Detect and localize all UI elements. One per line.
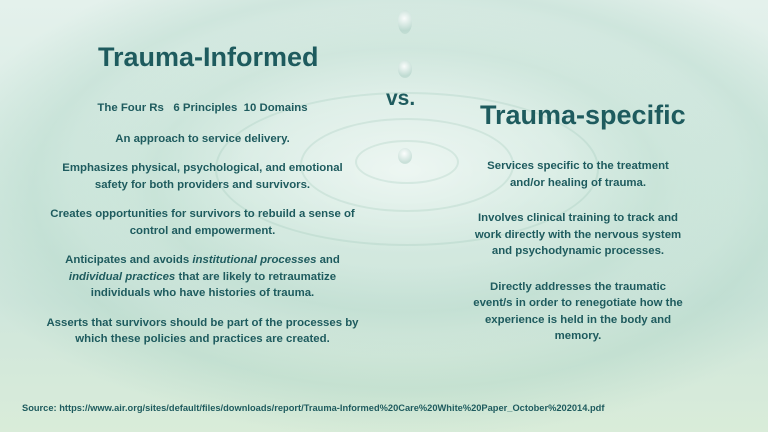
trauma-informed-title: Trauma-Informed	[98, 42, 319, 72]
institutional-processes-emphasis: institutional processes	[192, 254, 317, 266]
trauma-specific-column: Services specific to the treatment and/o…	[472, 158, 684, 358]
approach-statement: An approach to service delivery.	[115, 132, 290, 145]
four-rs-line: The Four Rs 6 Principles 10 Domains	[97, 102, 308, 114]
trauma-informed-column: The Four Rs 6 Principles 10 Domains An a…	[40, 100, 365, 361]
renegotiate-statement: Directly addresses the traumatic event/s…	[473, 280, 683, 343]
source-citation: Source: https://www.air.org/sites/defaul…	[22, 403, 605, 413]
trauma-specific-title: Trauma-specific	[480, 100, 686, 130]
ripple-outer	[215, 92, 599, 246]
water-drop-middle	[398, 60, 412, 78]
empowerment-statement: Creates opportunities for survivors to r…	[50, 208, 355, 237]
clinical-training-statement: Involves clinical training to track and …	[474, 212, 682, 257]
individual-practices-emphasis: individual practices	[68, 270, 176, 283]
retraumatize-statement: Anticipates and avoids institutional pro…	[65, 254, 340, 299]
safety-statement: Emphasizes physical, psychological, and …	[62, 162, 343, 191]
services-statement: Services specific to the treatment and/o…	[487, 160, 669, 189]
survivor-participation-statement: Asserts that survivors should be part of…	[46, 316, 359, 346]
vs-label: vs.	[386, 87, 416, 110]
water-drop-top	[398, 10, 412, 34]
